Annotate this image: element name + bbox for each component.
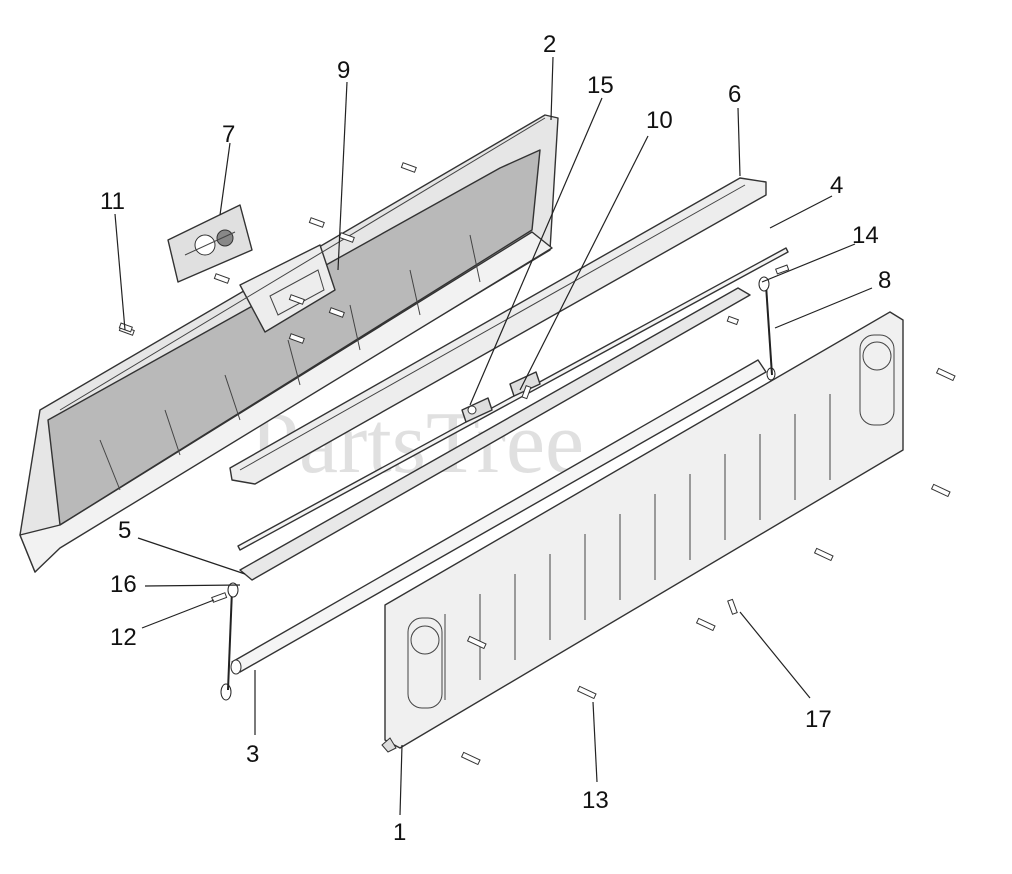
- callout-8: 8: [878, 267, 891, 294]
- callout-10: 10: [646, 107, 673, 134]
- leader-lines: [114, 56, 873, 816]
- callout-9: 9: [337, 57, 350, 84]
- callout-7: 7: [222, 121, 235, 148]
- callout-17: 17: [805, 706, 832, 733]
- callout-5: 5: [118, 517, 131, 544]
- inner-tailgate-frame: [19, 114, 559, 573]
- callout-labels: 2 9 15 10 6 4 14 8 7 11 5 16 12 3 1 13 1…: [100, 31, 891, 846]
- callout-14: 14: [852, 222, 879, 249]
- screws: [118, 264, 956, 766]
- callout-12: 12: [110, 624, 137, 651]
- upper-rod: [237, 247, 789, 551]
- callout-6: 6: [728, 81, 741, 108]
- top-cap: [229, 177, 767, 485]
- callout-13: 13: [582, 787, 609, 814]
- outer-tailgate-panel: [381, 311, 904, 753]
- cables: [220, 276, 776, 701]
- callout-4: 4: [830, 172, 843, 199]
- latch-assembly: [167, 204, 253, 283]
- hinge-bar: [239, 287, 751, 581]
- torsion-tube: [230, 359, 767, 675]
- callout-3: 3: [246, 741, 259, 768]
- callout-1: 1: [393, 819, 406, 846]
- callout-16: 16: [110, 571, 137, 598]
- callout-11: 11: [100, 188, 125, 215]
- callout-15: 15: [587, 72, 614, 99]
- callout-2: 2: [543, 31, 556, 58]
